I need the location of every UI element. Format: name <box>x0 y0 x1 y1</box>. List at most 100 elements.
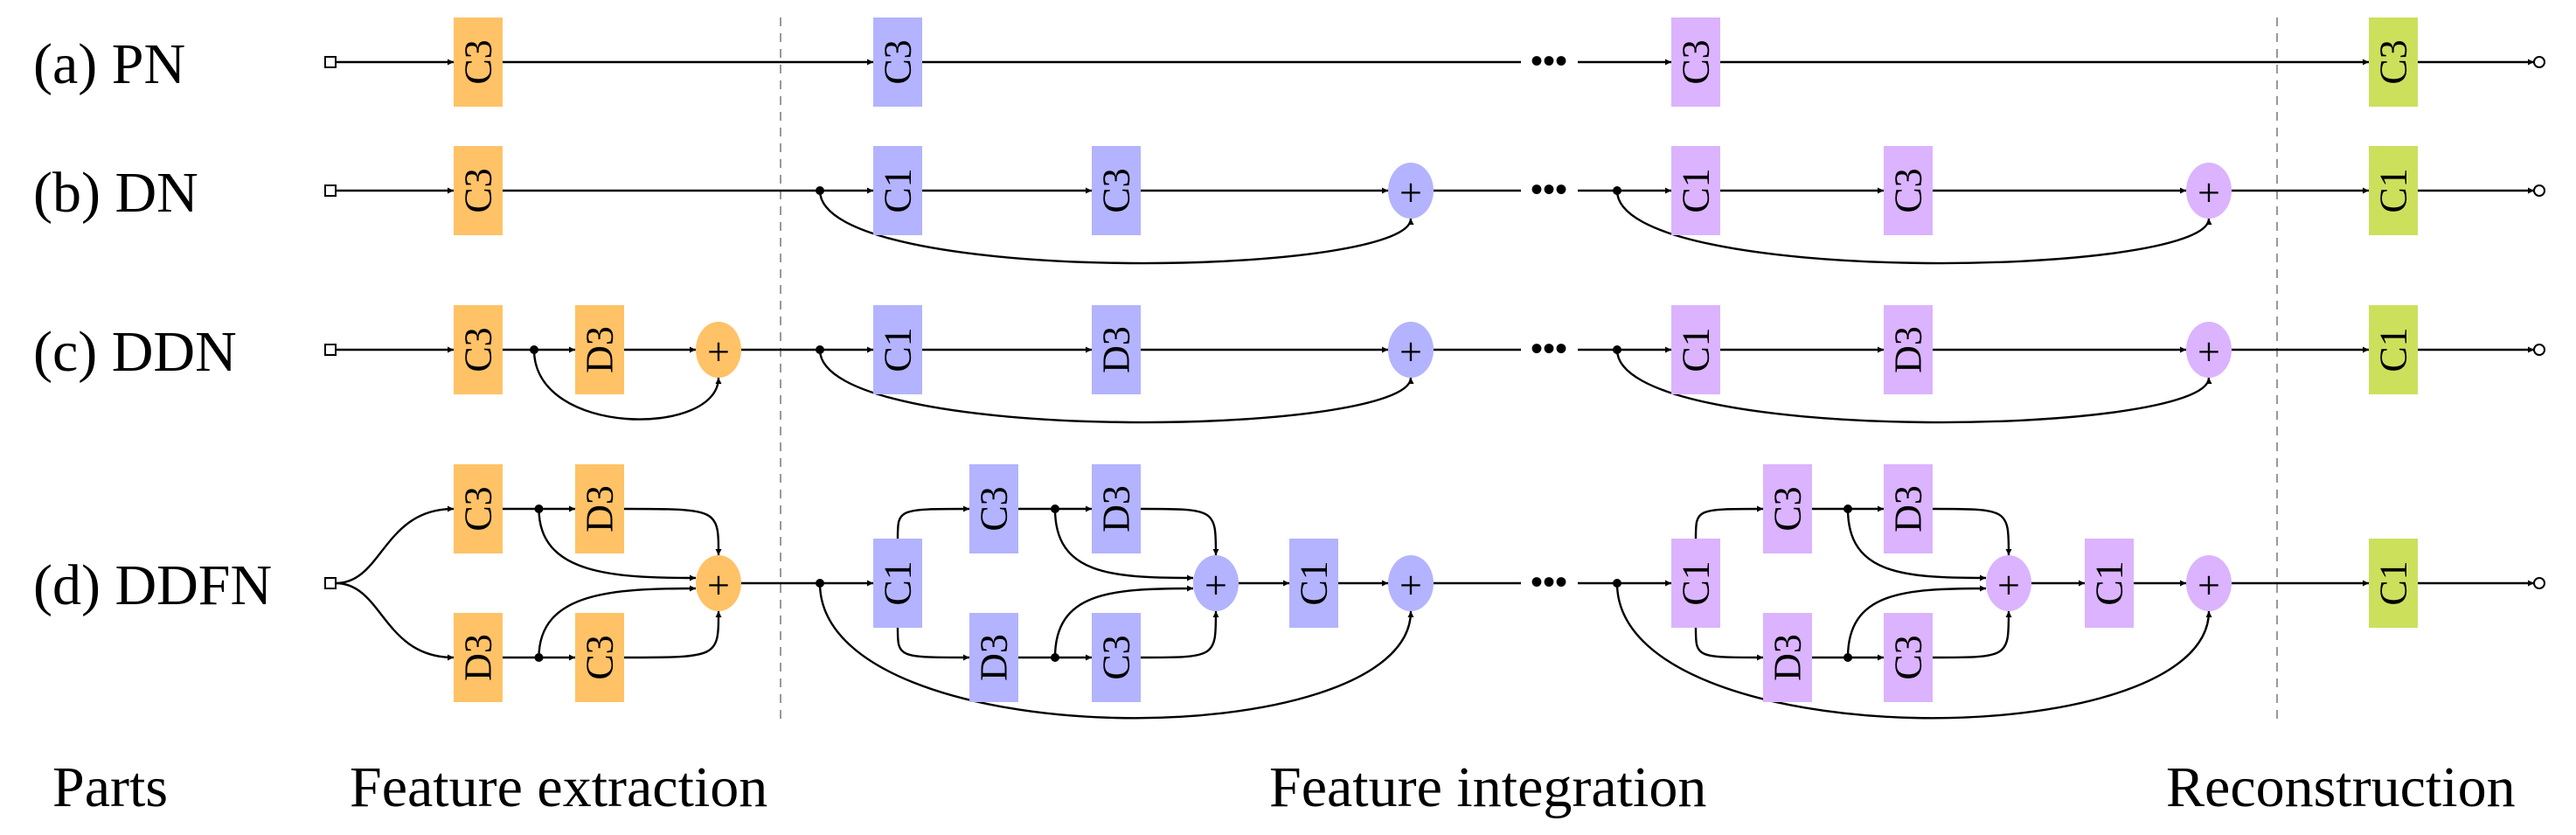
skip-connection <box>818 582 1414 720</box>
block-rect <box>969 464 1018 553</box>
block-rect <box>1092 464 1141 553</box>
block-c1: C1 <box>873 146 922 235</box>
plus-icon: + <box>2198 170 2220 215</box>
part-feature-integration: Feature integration <box>1269 755 1706 819</box>
branch-dot <box>1051 653 1059 662</box>
branch-dot <box>1051 504 1059 513</box>
block-c3: C3 <box>454 146 503 235</box>
block-label: C3 <box>457 486 500 531</box>
block-c1-entry: C1 <box>1671 539 1720 628</box>
sum-circle <box>696 555 741 611</box>
branch-dot <box>530 345 538 354</box>
block-label: C1 <box>877 560 920 605</box>
part-feature-extraction: Feature extraction <box>350 755 767 819</box>
sum-node: + <box>2186 163 2232 219</box>
block-c3: C3 <box>454 464 503 553</box>
skip-connection <box>818 190 1414 265</box>
plus-icon: + <box>2198 563 2220 608</box>
dense-connection <box>1846 585 1987 658</box>
split-branch <box>335 505 455 585</box>
block-c3: C3 <box>1884 613 1933 702</box>
plus-icon: + <box>1997 563 2020 608</box>
block-d3: D3 <box>1763 613 1812 702</box>
sum-circle <box>696 322 741 378</box>
block-c3: C3 <box>575 613 624 702</box>
sum-node: + <box>1388 555 1434 611</box>
block-label: C3 <box>457 327 500 372</box>
block-rect <box>1289 539 1338 628</box>
block-label: D3 <box>1095 485 1138 532</box>
input-node-icon <box>324 577 337 589</box>
sum-node: + <box>1388 322 1434 378</box>
input-node-icon <box>324 184 337 197</box>
branch-to-sum <box>623 507 722 556</box>
block-rect <box>1763 464 1812 553</box>
ellipsis-icon: ••• <box>1531 562 1567 602</box>
block-rect <box>1671 305 1720 394</box>
block-label: C1 <box>2372 327 2415 372</box>
sum-circle <box>1986 555 2031 611</box>
block-c3: C3 <box>873 17 922 107</box>
block-rect <box>873 539 922 628</box>
block-label: D3 <box>973 634 1016 681</box>
block-c3: C3 <box>969 464 1018 553</box>
block-label: D3 <box>579 326 621 373</box>
block-rect <box>1671 17 1720 107</box>
sum-circle <box>1388 322 1434 378</box>
block-rect <box>2369 146 2418 235</box>
branch-dot <box>1843 653 1852 662</box>
block-rect <box>575 464 624 553</box>
block-rect <box>1884 464 1933 553</box>
dense-connection <box>538 508 697 581</box>
output-node-icon <box>2533 577 2545 589</box>
block-c1: C1 <box>2369 146 2418 235</box>
block-d3: D3 <box>454 613 503 702</box>
input-node-icon <box>324 344 337 356</box>
dense-connection <box>538 585 697 658</box>
block-rect <box>969 613 1018 702</box>
split-branch <box>896 627 970 661</box>
block-label: D3 <box>1095 326 1138 373</box>
sum-node: + <box>1193 555 1239 611</box>
block-d3: D3 <box>1884 305 1933 394</box>
block-label: C3 <box>579 635 621 679</box>
sum-circle <box>1193 555 1239 611</box>
block-label: C3 <box>877 39 920 84</box>
block-label: C1 <box>1675 560 1718 605</box>
block-d3: D3 <box>575 464 624 553</box>
block-rect <box>1763 613 1812 702</box>
block-label: C1 <box>1675 327 1718 372</box>
sum-node: + <box>696 322 741 378</box>
plus-icon: + <box>1399 330 1422 374</box>
block-rect <box>454 146 503 235</box>
block-rect <box>873 305 922 394</box>
block-label: C3 <box>1767 486 1809 531</box>
row-label-ddfn: (d) DDFN <box>33 553 272 617</box>
block-d3: D3 <box>1092 305 1141 394</box>
plus-icon: + <box>707 563 730 608</box>
branch-to-sum <box>623 610 722 659</box>
block-label: D3 <box>579 485 621 532</box>
block-rect <box>454 17 503 107</box>
branch-dot <box>816 579 824 588</box>
split-branch <box>896 505 970 539</box>
plus-icon: + <box>2198 330 2220 374</box>
sum-circle <box>2186 163 2232 219</box>
block-label: C1 <box>877 327 920 372</box>
split-branch <box>1694 627 1764 661</box>
block-label: C1 <box>2372 560 2415 605</box>
block-rect <box>454 464 503 553</box>
plus-icon: + <box>707 330 730 374</box>
block-label: D3 <box>1887 485 1930 532</box>
branch-to-sum <box>1932 610 2012 659</box>
block-label: C3 <box>1887 635 1930 679</box>
block-rect <box>454 613 503 702</box>
block-c1-entry: C1 <box>873 539 922 628</box>
part-reconstruction: Reconstruction <box>2166 755 2516 819</box>
skip-connection <box>532 349 722 421</box>
skip-connection <box>1615 190 2212 265</box>
block-label: C1 <box>2372 168 2415 212</box>
sum-circle <box>2186 555 2232 611</box>
dense-connection <box>1053 585 1194 658</box>
